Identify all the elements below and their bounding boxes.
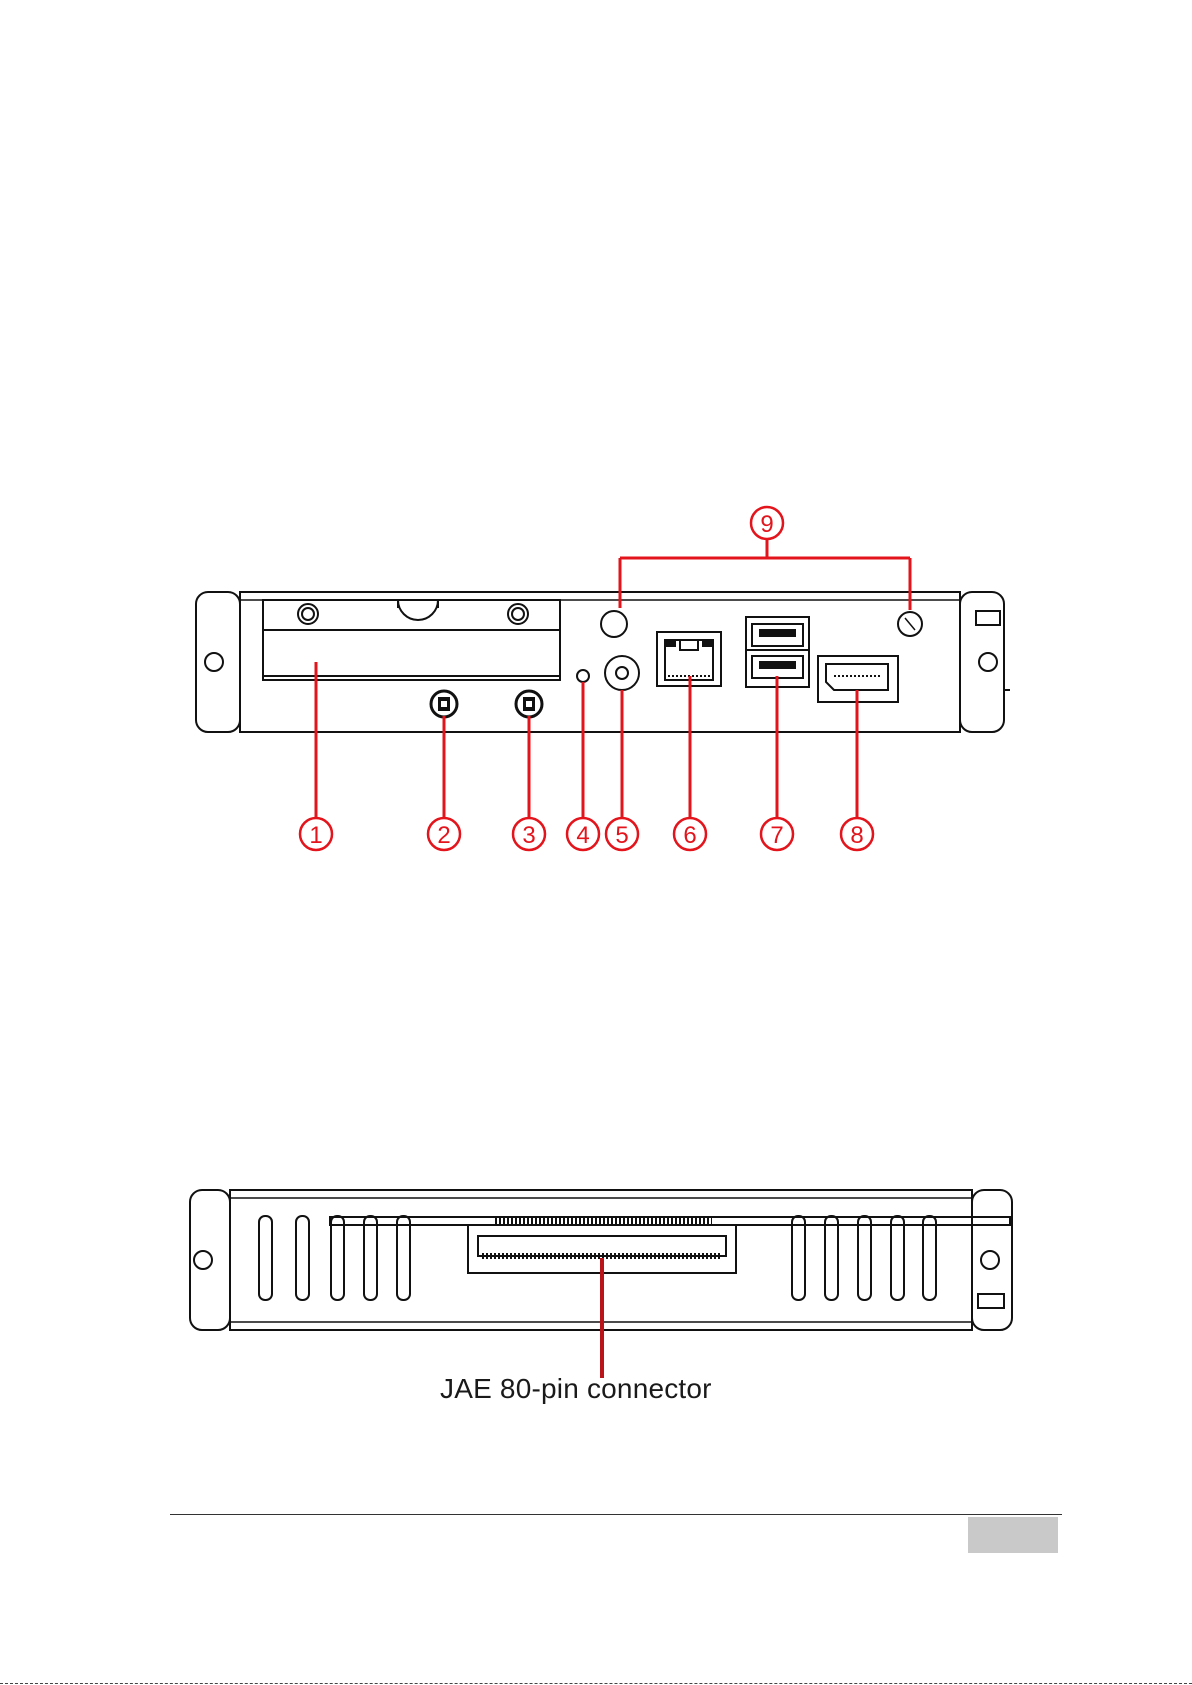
left-mounting-ear: [196, 592, 240, 732]
svg-text:8: 8: [850, 822, 863, 849]
page-number-badge: [968, 1517, 1058, 1553]
connector-label: JAE 80-pin connector: [440, 1373, 712, 1405]
top-mounting-hole-left: [601, 611, 627, 637]
callout-6: 6: [674, 818, 706, 850]
front-panel-view: [196, 592, 1010, 732]
antenna-connector-1: [431, 691, 457, 717]
left-mounting-ear-bottom: [190, 1190, 230, 1330]
callout-4: 4: [567, 818, 599, 850]
callout-7: 7: [761, 818, 793, 850]
right-ear-hole: [979, 653, 997, 671]
right-ear-slot: [976, 611, 1000, 625]
antenna-connector-2: [516, 691, 542, 717]
footer-divider: [170, 1514, 1062, 1515]
svg-text:1: 1: [309, 822, 322, 849]
left-ear-hole: [205, 653, 223, 671]
front-panel-body: [240, 592, 960, 732]
callout-9: 9: [751, 507, 783, 539]
svg-text:2: 2: [437, 822, 450, 849]
callout-2: 2: [428, 818, 460, 850]
svg-text:7: 7: [770, 822, 783, 849]
svg-text:4: 4: [576, 822, 589, 849]
svg-text:5: 5: [615, 822, 628, 849]
callout-3: 3: [513, 818, 545, 850]
page-bottom-border: [0, 1683, 1192, 1684]
power-button: [605, 656, 639, 690]
top-rail: [330, 1217, 1010, 1225]
svg-text:6: 6: [683, 822, 696, 849]
status-led: [577, 670, 589, 682]
left-vent-slots: [259, 1216, 410, 1300]
right-vent-slots: [792, 1216, 936, 1300]
callout-1: 1: [300, 818, 332, 850]
svg-text:3: 3: [522, 822, 535, 849]
expansion-slot: [263, 600, 560, 680]
svg-text:9: 9: [760, 511, 773, 538]
callout-8: 8: [841, 818, 873, 850]
callout-5: 5: [606, 818, 638, 850]
